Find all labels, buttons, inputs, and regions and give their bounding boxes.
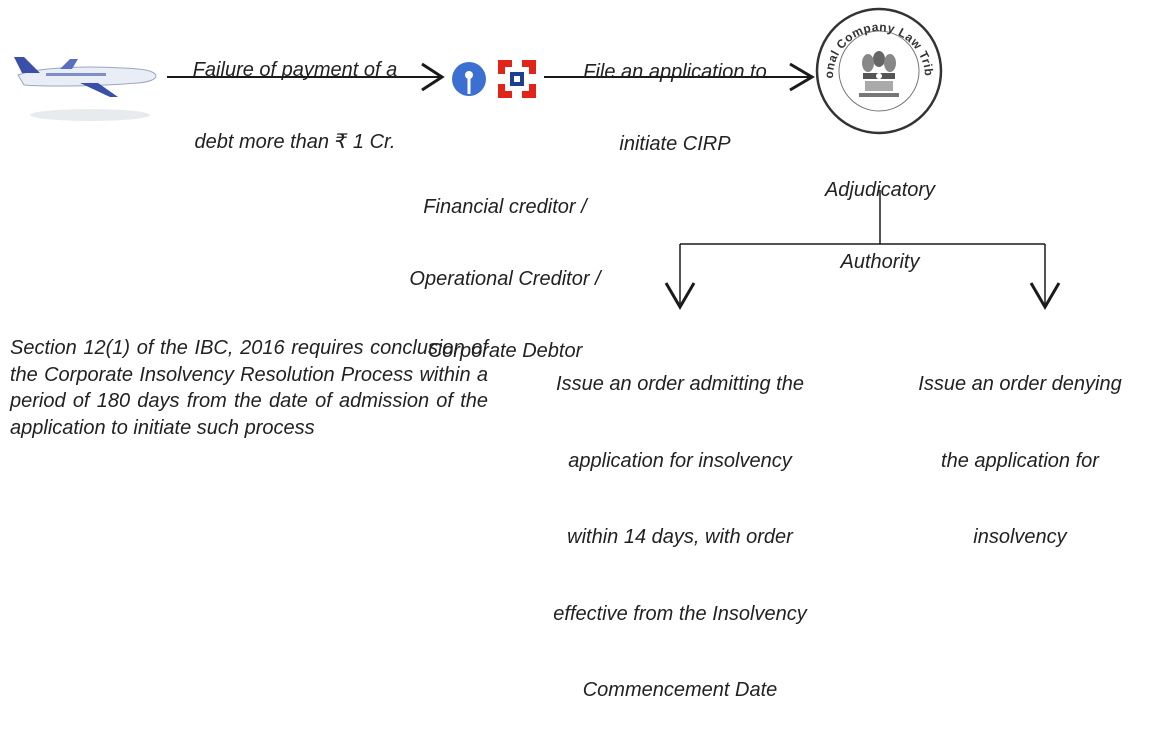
section-note: Section 12(1) of the IBC, 2016 requires … (10, 337, 488, 439)
airplane-icon (14, 57, 157, 121)
creditor-caption: Financial creditor / Operational Credito… (409, 196, 601, 362)
svg-text:National Company Law Tribunal: National Company Law Tribunal (815, 7, 936, 79)
arrow-debtor-to-creditor (167, 62, 445, 92)
bank-logos-icon (452, 60, 536, 98)
creditor-to-authority-label: File an application to initiate CIRP (583, 61, 767, 155)
debtor-to-creditor-label: Failure of payment of a debt more than ₹… (192, 59, 398, 153)
arrow-creditor-to-authority (544, 62, 815, 92)
branch-connector (664, 190, 1061, 310)
authority-caption: Adjudicatory Authority (824, 179, 936, 273)
nclt-seal-icon: National Company Law Tribunal (810, 0, 943, 135)
flow-connectors (167, 62, 1061, 310)
outcome-deny-text: Issue an order denying the application f… (918, 373, 1122, 548)
outcome-admit-text: Issue an order admitting the application… (553, 373, 807, 701)
